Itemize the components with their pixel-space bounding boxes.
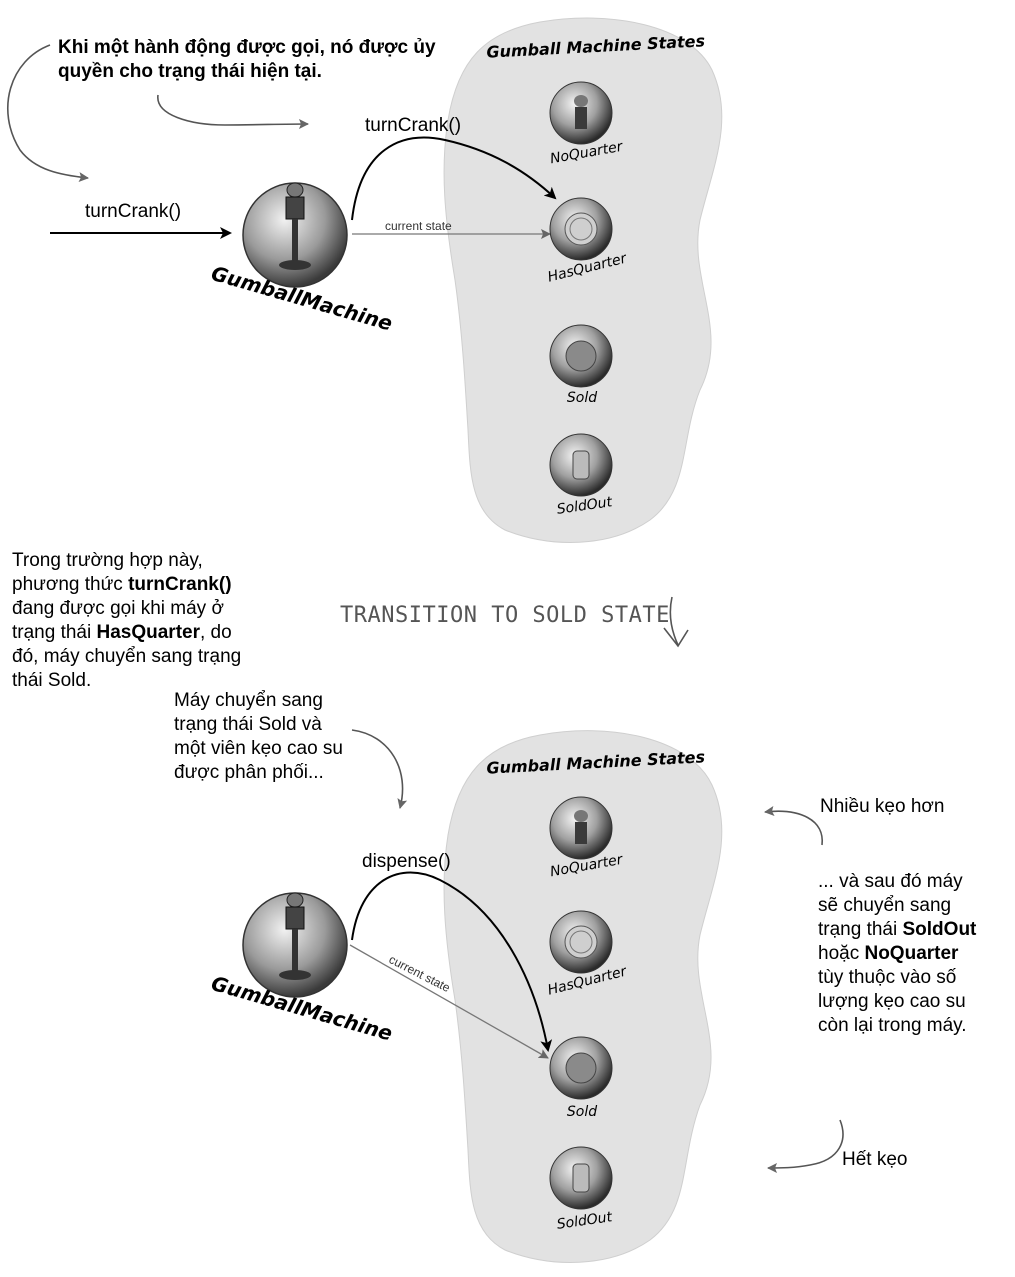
gumball-machine-bottom (242, 892, 348, 998)
then-part-3: NoQuarter (864, 943, 959, 964)
transition-label: TRANSITION TO SOLD STATE (340, 603, 670, 628)
current-state-label-bottom: current state (387, 952, 453, 995)
then-part-1: SoldOut (902, 919, 977, 940)
state-soldout-ball-bottom (549, 1146, 613, 1210)
explanation-part-2: đang được gọi khi máy ở trạng thái (12, 598, 224, 643)
more-arrow (764, 806, 823, 846)
state-label-sold-top: Sold (567, 390, 597, 406)
explanation-part-0: Trong trường hợp này, phương thức (12, 550, 203, 595)
out-of-gumballs-text: Hết kẹo (842, 1149, 908, 1170)
explanation-part-3: HasQuarter (96, 622, 201, 643)
states-blob-top (443, 17, 723, 543)
state-hasquarter-ball-top (549, 197, 613, 261)
dispense-label: dispense() (362, 851, 451, 872)
turncrank-input-label: turnCrank() (85, 201, 182, 222)
explanation-text: Trong trường hợp này, phương thức turnCr… (12, 549, 257, 693)
state-label-sold-bottom: Sold (567, 1104, 597, 1120)
current-state-line-bottom (349, 944, 549, 1059)
more-gumballs-text: Nhiều kẹo hơn (820, 796, 945, 817)
callout-arrow-right (157, 94, 309, 130)
gumball-machine-top (242, 182, 348, 288)
explanation-part-4: , do đó, máy chuyển sang trạng thái Sold… (12, 622, 242, 691)
sold-callout-arrow (351, 729, 408, 809)
callout-arrow-left (6, 44, 89, 183)
sold-callout-text: Máy chuyển sang trạng thái Sold và một v… (174, 690, 343, 783)
state-soldout-ball-top (549, 433, 613, 497)
state-noquarter-ball-bottom (549, 796, 613, 860)
turncrank-arrow-label: turnCrank() (365, 115, 462, 136)
states-blob-bottom (443, 730, 723, 1263)
state-label-soldout-top: SoldOut (556, 494, 614, 518)
explanation-part-1: turnCrank() (128, 574, 232, 595)
state-sold-ball-bottom (549, 1036, 613, 1100)
transition-arrow (663, 596, 689, 648)
state-label-soldout-bottom: SoldOut (556, 1209, 614, 1233)
top-callout-text: Khi một hành động được gọi, nó được ủy q… (58, 37, 436, 82)
then-part-4: tùy thuộc vào số lượng kẹo cao su còn lạ… (818, 967, 967, 1036)
state-hasquarter-ball-bottom (549, 910, 613, 974)
state-sold-ball-top (549, 324, 613, 388)
then-part-0: ... và sau đó máy sẽ chuyển sang trạng t… (818, 871, 963, 940)
then-text: ... và sau đó máy sẽ chuyển sang trạng t… (818, 870, 978, 1038)
then-part-2: hoặc (818, 943, 865, 964)
out-arrow (767, 1119, 844, 1173)
state-noquarter-ball-top (549, 81, 613, 145)
turncrank-curve-arrow (351, 136, 557, 221)
current-state-label-top: current state (385, 219, 452, 233)
dispense-curve-arrow (351, 871, 553, 1052)
